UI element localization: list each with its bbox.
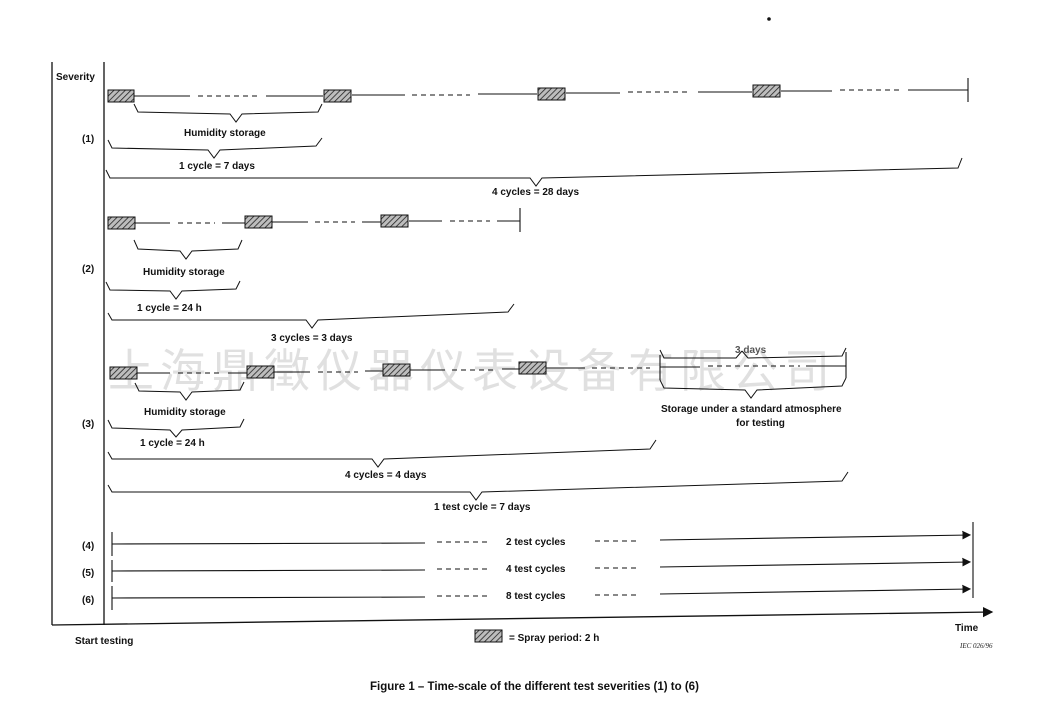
- severity-2-braces: [105, 239, 515, 329]
- cycle-brace: [107, 418, 245, 438]
- severity-2-timeline: [135, 208, 521, 232]
- spray-period-block: [107, 216, 136, 230]
- s3-cycle-label: 1 cycle = 24 h: [140, 438, 205, 449]
- humidity-brace: [134, 381, 245, 401]
- severity-3-label: (3): [82, 419, 94, 430]
- start-testing-label: Start testing: [75, 636, 133, 647]
- s3-test-cycle-label: 1 test cycle = 7 days: [434, 502, 531, 513]
- total-brace: [107, 303, 515, 329]
- spray-period-block: [752, 84, 781, 98]
- s4-text: 2 test cycles: [506, 537, 566, 548]
- severity-1-braces: [105, 103, 963, 187]
- spray-period-block: [107, 89, 135, 103]
- spray-period-block: [109, 366, 138, 380]
- humidity-brace: [133, 239, 243, 260]
- severity-1-timeline: [134, 78, 969, 102]
- storage-brace: [659, 377, 847, 399]
- spray-period-block: [537, 87, 566, 101]
- severity-2-spray-periods: [107, 214, 409, 230]
- stray-dot: [767, 17, 771, 21]
- axes: [51, 62, 994, 626]
- severity-3-spray-periods: [109, 361, 547, 380]
- s2-cycle-label: 1 cycle = 24 h: [137, 303, 202, 314]
- time-label: Time: [955, 623, 979, 634]
- s2-total-label: 3 cycles = 3 days: [271, 333, 353, 344]
- s3-days-label: 3 days: [735, 345, 767, 356]
- severity-axis-label: Severity: [56, 72, 95, 83]
- s5-text: 4 test cycles: [506, 564, 566, 575]
- legend-spray-swatch: [474, 629, 503, 643]
- severity-1-spray-periods: [107, 84, 781, 103]
- severity-4-line: [111, 522, 974, 598]
- humidity-brace: [133, 103, 323, 123]
- severity-2-label: (2): [82, 264, 94, 275]
- severity-1-label: (1): [82, 134, 94, 145]
- cycle-brace: [105, 280, 241, 300]
- s3-total-label: 4 cycles = 4 days: [345, 470, 427, 481]
- days-brace-top: [659, 349, 743, 359]
- severity-3-timeline: [137, 352, 847, 380]
- spray-period-block: [518, 361, 547, 375]
- severity-6-label: (6): [82, 595, 94, 606]
- spray-period-block: [380, 214, 409, 228]
- severity-6-line: [111, 584, 972, 610]
- s2-humidity-label: Humidity storage: [143, 267, 225, 278]
- cycle-brace: [107, 137, 323, 159]
- s6-text: 8 test cycles: [506, 591, 566, 602]
- s1-cycle-label: 1 cycle = 7 days: [179, 161, 255, 172]
- severity-5-label: (5): [82, 568, 94, 579]
- s1-total-label: 4 cycles = 28 days: [492, 187, 579, 198]
- legend-text: = Spray period: 2 h: [509, 633, 599, 644]
- time-axis: [51, 606, 994, 626]
- spray-period-block: [323, 89, 352, 103]
- spray-period-block: [246, 365, 275, 379]
- s1-humidity-label: Humidity storage: [184, 128, 266, 139]
- iec-reference: IEC 026/96: [959, 642, 993, 650]
- severity-4-label: (4): [82, 541, 94, 552]
- days-brace-top-right: [741, 347, 847, 359]
- spray-period-block: [382, 363, 411, 377]
- figure-caption: Figure 1 – Time-scale of the different t…: [370, 681, 699, 693]
- severity-5-line: [111, 557, 972, 582]
- s3-storage-line2: for testing: [736, 418, 785, 429]
- s3-storage-line1: Storage under a standard atmosphere: [661, 404, 842, 415]
- spray-period-block: [244, 215, 273, 229]
- total-brace: [105, 157, 963, 187]
- total-brace: [107, 439, 657, 468]
- test-cycle-brace: [107, 471, 849, 501]
- s3-humidity-label: Humidity storage: [144, 407, 226, 418]
- severity-3-braces: [107, 347, 849, 501]
